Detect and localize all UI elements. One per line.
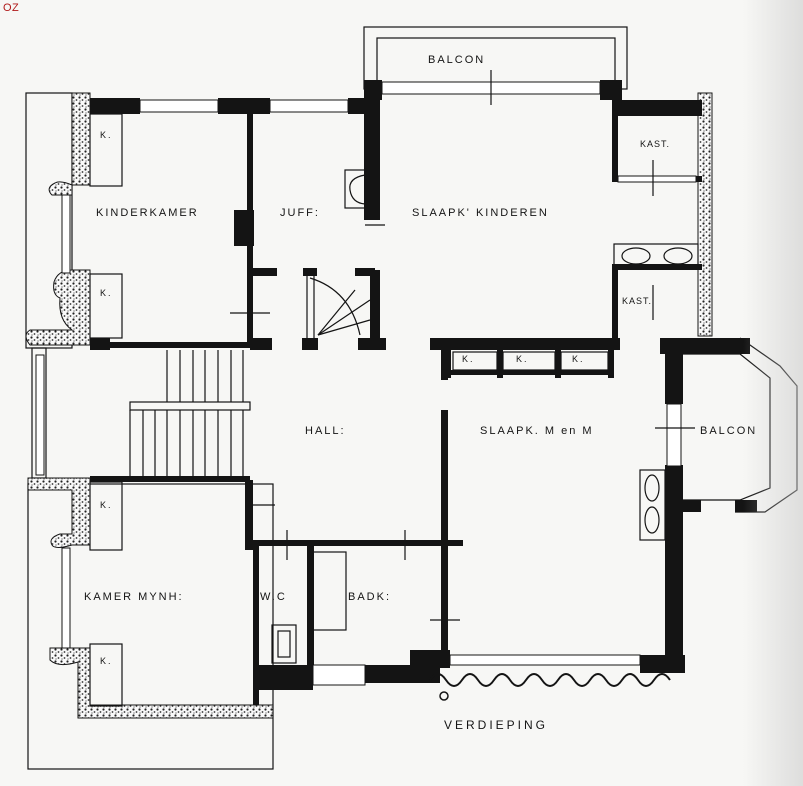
cupboard-label: K. <box>572 354 585 364</box>
cupboard-label: K. <box>100 656 113 666</box>
room-label-kinderkamer: KINDERKAMER <box>96 207 199 219</box>
solid-walls <box>90 80 757 705</box>
interior-lines <box>89 70 699 707</box>
room-label-slaapk-kinderen: SLAAPK' KINDEREN <box>412 207 549 219</box>
room-label-kamer-mynh: KAMER MYNH: <box>84 591 184 603</box>
room-label-balcon-top: BALCON <box>428 54 486 66</box>
top-balcony <box>363 26 628 90</box>
room-label-kast-1: KAST. <box>640 139 671 149</box>
windows <box>35 81 697 686</box>
cupboard-label: K. <box>100 288 113 298</box>
cupboard-label: K. <box>100 500 113 510</box>
ornament <box>429 673 671 687</box>
stone-walls <box>25 92 713 719</box>
room-label-balcon-right: BALCON <box>700 425 758 437</box>
stair-treads <box>142 350 244 478</box>
room-label-juff: JUFF: <box>280 207 320 219</box>
cupboard-label: K. <box>462 354 475 364</box>
room-label-wc: W.C <box>260 591 287 603</box>
cupboard-label: K. <box>100 130 113 140</box>
room-label-badk: BADK: <box>348 591 392 603</box>
room-label-slaapk-m-en-m: SLAAPK. M en M <box>480 425 594 437</box>
watermark: OZ <box>3 2 20 14</box>
drawing-title: VERDIEPING <box>444 718 549 732</box>
room-label-kast-2: KAST. <box>622 296 653 306</box>
cupboard-label: K. <box>516 354 529 364</box>
room-label-hall: HALL: <box>305 425 346 437</box>
